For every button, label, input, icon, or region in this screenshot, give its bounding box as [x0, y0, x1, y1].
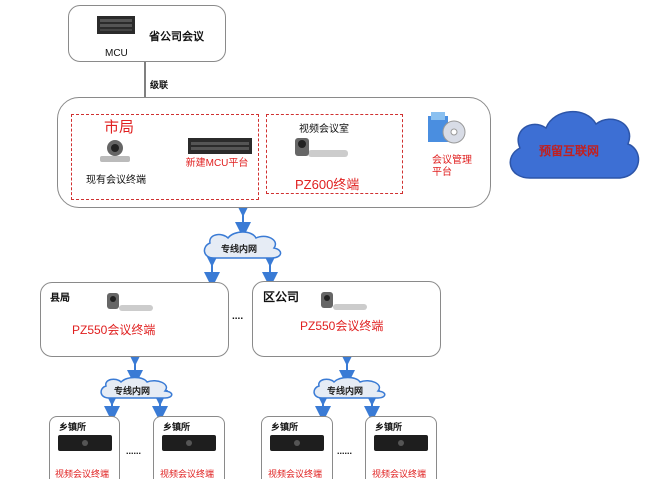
ellipsis-left: ......: [126, 446, 142, 456]
pz600-label: PZ600终端: [295, 177, 360, 192]
district-box: 区公司 PZ550会议终端: [252, 281, 441, 357]
town-terminal-label-2: 视频会议终端: [160, 469, 215, 479]
internet-cloud-icon: [509, 110, 640, 179]
city-left-group: [71, 114, 259, 200]
town-terminal-icon-3: [270, 435, 324, 451]
town-box-3: 乡镇所 视频会议终端: [261, 416, 333, 479]
town-box-4: 乡镇所 视频会议终端: [365, 416, 437, 479]
existing-terminal-label: 现有会议终端: [86, 175, 146, 186]
town-terminal-label-3: 视频会议终端: [268, 469, 323, 479]
internet-cloud-label: 预留互联网: [539, 144, 600, 158]
management-software-icon: [428, 112, 466, 144]
private-net-label-right: 专线内网: [327, 386, 364, 396]
private-net-cloud-upper: [203, 231, 282, 259]
pz600-terminal-icon: [295, 138, 348, 157]
management-platform-label: 会议管理平台: [432, 155, 472, 178]
town-terminal-icon-4: [374, 435, 428, 451]
camera-terminal-icon: [100, 140, 130, 162]
province-box: MCU 省公司会议: [68, 5, 226, 62]
mcu-device-icon: [97, 16, 135, 34]
county-terminal-label: PZ550会议终端: [72, 323, 156, 337]
cascade-label: 级联: [150, 80, 169, 90]
private-net-cloud-right: [313, 376, 386, 399]
district-title: 区公司: [263, 290, 300, 304]
county-terminal-icon: [107, 293, 153, 311]
room-title: 视频会议室: [299, 124, 349, 135]
private-net-label-upper: 专线内网: [221, 244, 258, 254]
ellipsis-middle: ....: [232, 311, 244, 322]
private-net-cloud-left: [100, 376, 173, 399]
district-terminal-label: PZ550会议终端: [300, 319, 384, 333]
province-title: 省公司会议: [149, 31, 204, 43]
new-mcu-label: 新建MCU平台: [185, 158, 249, 169]
city-room-group: [266, 114, 403, 194]
town-terminal-label-1: 视频会议终端: [55, 469, 110, 479]
district-terminal-icon: [321, 292, 367, 310]
town-title-1: 乡镇所: [59, 422, 87, 432]
town-title-3: 乡镇所: [271, 422, 299, 432]
town-box-2: 乡镇所 视频会议终端: [153, 416, 225, 479]
county-box: 县局 PZ550会议终端: [40, 282, 229, 357]
town-box-1: 乡镇所 视频会议终端: [49, 416, 120, 479]
city-title: 市局: [104, 119, 135, 136]
town-terminal-label-4: 视频会议终端: [372, 469, 427, 479]
province-device-label: MCU: [105, 48, 128, 59]
private-net-label-left: 专线内网: [114, 386, 151, 396]
town-title-4: 乡镇所: [375, 422, 403, 432]
town-terminal-icon-1: [58, 435, 112, 451]
city-box: 市局 现有会议终端 新建MCU平台 视频会议室 PZ600终端 会议管理平台: [57, 97, 491, 208]
town-title-2: 乡镇所: [163, 422, 191, 432]
town-terminal-icon-2: [162, 435, 216, 451]
new-mcu-icon: [188, 138, 252, 154]
county-title: 县局: [50, 293, 70, 304]
ellipsis-right: ......: [337, 446, 353, 456]
